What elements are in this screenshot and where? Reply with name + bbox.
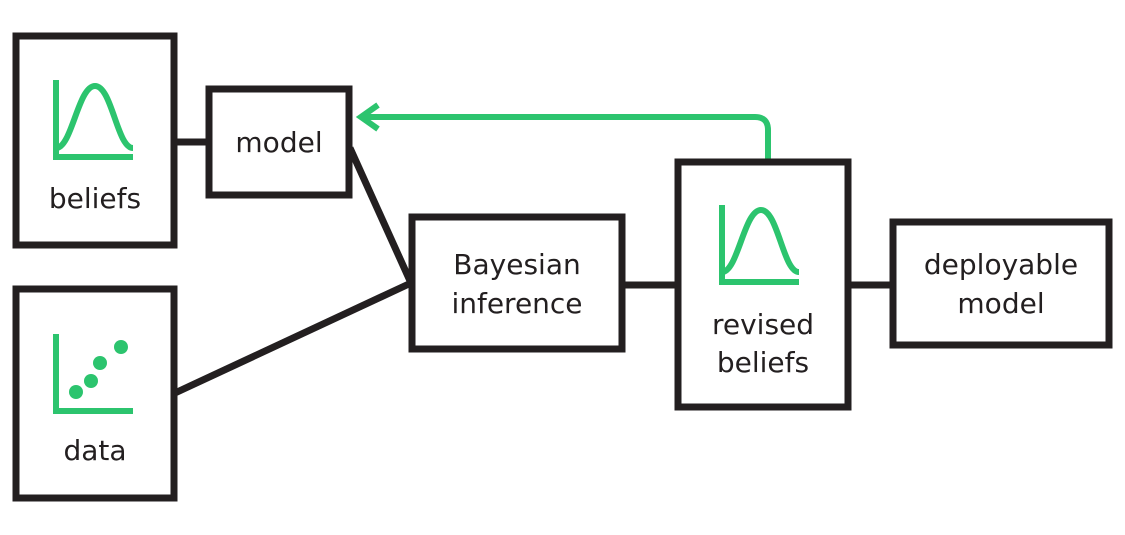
model-label: model (235, 126, 322, 159)
bayesian-inference-node: Bayesian inference (408, 213, 626, 353)
deployable-label-line2: model (957, 287, 1044, 320)
inference-label-line1: Bayesian (453, 248, 580, 281)
inference-label-line2: inference (451, 287, 582, 320)
data-label: data (63, 434, 126, 467)
model-node: model (205, 85, 353, 199)
deployable-label-line1: deployable (924, 248, 1078, 281)
revised-label-line2: beliefs (717, 346, 809, 379)
beliefs-label: beliefs (49, 182, 141, 215)
feedback-arrowhead-icon (355, 102, 380, 132)
beliefs-node: beliefs (12, 32, 178, 249)
bell-curve-icon (719, 205, 801, 285)
data-node: data (12, 285, 178, 502)
scatter-plot-icon (53, 334, 133, 414)
bell-curve-icon (53, 80, 135, 160)
revised-label-line1: revised (712, 308, 814, 341)
feedback-arrow (365, 114, 771, 160)
deployable-model-node: deployable model (889, 218, 1113, 349)
connector-model-inference (346, 146, 415, 285)
revised-beliefs-node: revised beliefs (674, 158, 852, 411)
connector-data-inference (173, 279, 413, 397)
